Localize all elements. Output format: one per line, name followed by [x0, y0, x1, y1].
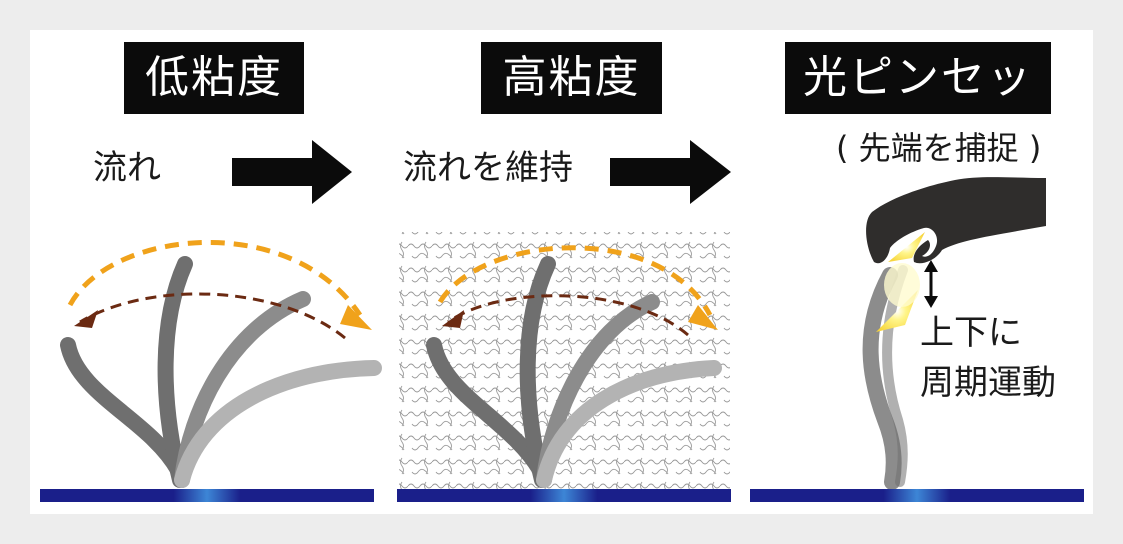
- title-high-viscosity: 高粘度: [481, 42, 662, 114]
- double-arrow-icon: [924, 260, 938, 308]
- hand-icon: [866, 177, 1046, 264]
- label-motion-line1: 上下に: [920, 313, 1022, 353]
- label-tip-capture: ( 先端を捕捉 ): [836, 129, 1042, 167]
- light-beam: [876, 232, 925, 332]
- swing-arrow-inner: [74, 292, 346, 340]
- swing-arrow-outer: [437, 245, 718, 330]
- right-arrow-icon: [610, 140, 731, 204]
- fiber-group-tweezers: [862, 265, 908, 490]
- substrate: [750, 489, 1084, 502]
- fiber-group-low: [60, 256, 382, 488]
- title-low-viscosity: 低粘度: [124, 42, 304, 114]
- substrate: [40, 489, 374, 502]
- label-flow: 流れ: [93, 148, 161, 188]
- label-flow-maintained: 流れを維持: [403, 148, 573, 188]
- fiber-group-high: [426, 256, 722, 488]
- title-optical-tweezers: 光ピンセット: [785, 42, 1051, 175]
- viscous-medium: [399, 232, 730, 490]
- label-motion-line2: 周期運動: [920, 363, 1056, 403]
- substrate: [397, 489, 731, 502]
- right-arrow-icon: [232, 140, 352, 204]
- swing-arrow-outer: [67, 240, 372, 330]
- swing-arrow-inner: [442, 294, 689, 337]
